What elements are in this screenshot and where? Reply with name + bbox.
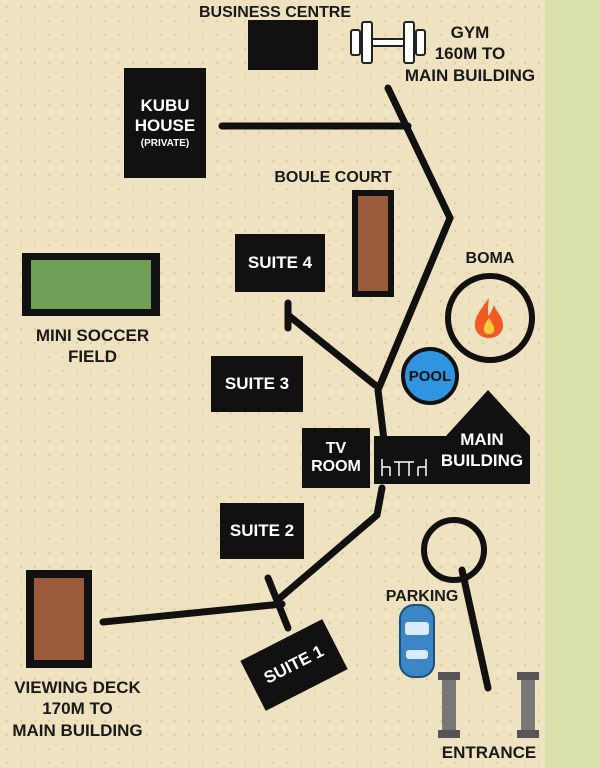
boule-court — [358, 196, 388, 291]
viewing-deck-path — [99, 600, 286, 626]
gate-pillar-icon — [438, 672, 539, 738]
main-path-south — [276, 484, 386, 602]
soccer-field — [31, 260, 151, 309]
gym-label: GYM 160M TO MAIN BUILDING — [404, 23, 536, 85]
entrance-label: ENTRANCE — [441, 743, 537, 762]
right-edge-strip — [545, 0, 600, 768]
fire-icon — [474, 298, 503, 338]
boule-court-label: BOULE COURT — [274, 169, 392, 186]
parking-label: PARKING — [385, 588, 459, 605]
main-path-north — [374, 84, 454, 444]
main-building-shape — [374, 390, 530, 484]
business-centre-building — [248, 20, 318, 70]
viewing-deck — [34, 578, 84, 660]
suite-4-building: SUITE 4 — [235, 234, 325, 292]
table-chairs-icon — [381, 459, 427, 476]
business-centre-label: BUSINESS CENTRE — [198, 4, 352, 21]
parking-roundabout — [421, 517, 487, 583]
suite-3-path — [284, 311, 379, 389]
main-building-label: MAIN BUILDING — [440, 430, 524, 471]
boma-ring — [445, 273, 535, 363]
suite-1-path-end — [264, 574, 292, 632]
pool — [401, 347, 459, 405]
boma-label: BOMA — [465, 250, 515, 267]
suite-2-building: SUITE 2 — [220, 503, 304, 559]
dumbbell-icon — [350, 21, 426, 64]
parking-path — [458, 566, 492, 692]
mini-soccer-field-label: MINI SOCCER FIELD — [35, 326, 150, 367]
suite-3-building: SUITE 3 — [211, 356, 303, 412]
kubu-house-building: KUBU HOUSE (PRIVATE) — [124, 68, 206, 178]
pool-label: POOL — [408, 368, 452, 385]
car-icon — [399, 604, 435, 678]
tv-room-building: TV ROOM — [302, 428, 370, 488]
viewing-deck-label: VIEWING DECK 170M TO MAIN BUILDING — [12, 678, 143, 740]
